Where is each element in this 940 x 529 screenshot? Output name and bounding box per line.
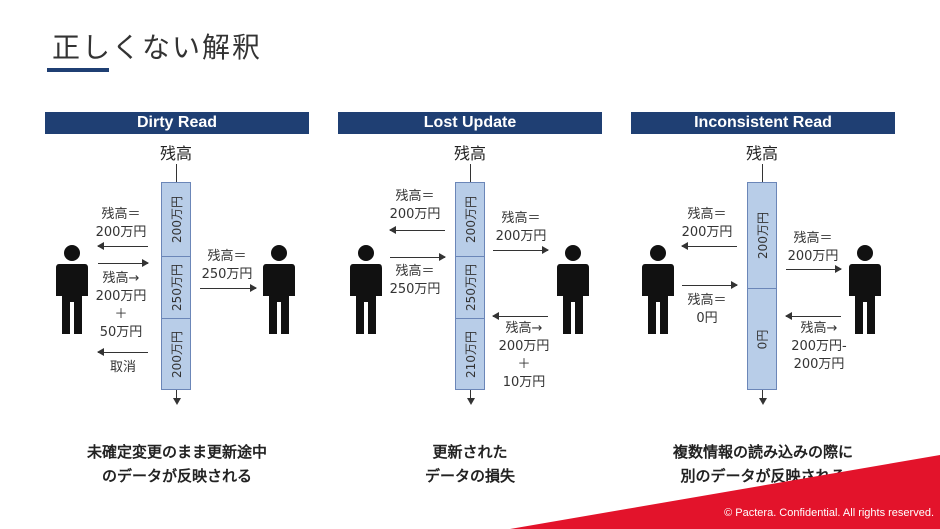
balance-bar: 200万円 0円 <box>747 182 777 390</box>
panel-header-lost-update: Lost Update <box>338 112 602 134</box>
cancel-label: 取消 <box>109 360 136 375</box>
balance-bar: 200万円 250万円 210万円 <box>455 182 485 390</box>
arrow-left <box>681 242 737 250</box>
timeline-arrow <box>172 398 181 405</box>
slide-title: 正しくない解釈 <box>52 31 263 64</box>
person-icon <box>350 245 382 334</box>
update-label: 残高＝ 250万円 <box>389 264 441 297</box>
panel-header-inconsistent-read: Inconsistent Read <box>631 112 895 134</box>
read-label: 残高＝ 200万円 <box>681 207 733 240</box>
read-label: 残高＝ 250万円 <box>201 249 253 282</box>
balance-bar: 200万円 250万円 200万円 <box>161 182 191 390</box>
arrow-right <box>200 284 257 292</box>
balance-title: 残高 <box>745 144 778 163</box>
arrow-right <box>786 265 842 273</box>
balance-segment: 250万円 <box>162 256 190 318</box>
person-icon <box>642 245 674 334</box>
panel-header-dirty-read: Dirty Read <box>45 112 309 134</box>
arrow-right <box>390 253 446 261</box>
copyright-text: © Pactera. Confidential. All rights rese… <box>724 507 934 519</box>
arrow-left <box>97 242 148 250</box>
caption-inconsistent-read: 複数情報の読み込みの際に 別のデータが反映される <box>672 443 853 485</box>
update-label: 残高→ 200万円- 200万円 <box>791 321 847 372</box>
update-label: 残高→ 200万円 ＋ 10万円 <box>498 321 550 390</box>
balance-segment: 200万円 <box>463 196 478 243</box>
person-icon <box>557 245 589 334</box>
read-label: 残高＝ 200万円 <box>389 189 441 222</box>
timeline-arrow <box>758 398 767 405</box>
arrow-right <box>98 259 149 267</box>
person-icon <box>849 245 881 334</box>
balance-title: 残高 <box>159 144 192 163</box>
arrow-left <box>785 312 841 320</box>
update-label: 残高→ 200万円 ＋ 50万円 <box>95 271 147 340</box>
balance-title: 残高 <box>453 144 486 163</box>
person-icon <box>56 245 88 334</box>
read-label: 残高＝ 200万円 <box>495 211 547 244</box>
balance-segment: 0円 <box>748 288 776 389</box>
arrow-right <box>682 281 738 289</box>
caption-dirty-read: 未確定変更のまま更新途中 のデータが反映される <box>86 443 267 485</box>
balance-segment: 250万円 <box>456 256 484 318</box>
read-label: 残高＝ 200万円 <box>787 231 839 264</box>
read-label: 残高＝ 0円 <box>687 293 727 326</box>
person-icon <box>263 245 295 334</box>
timeline-arrow <box>466 398 475 405</box>
arrow-left <box>389 226 445 234</box>
balance-segment: 210万円 <box>456 318 484 389</box>
arrow-right <box>493 246 549 254</box>
balance-segment: 200万円 <box>755 212 770 259</box>
arrow-left <box>97 348 148 356</box>
balance-segment: 200万円 <box>162 318 190 389</box>
caption-lost-update: 更新された データの損失 <box>424 443 515 485</box>
arrow-left <box>492 312 548 320</box>
read-label: 残高＝ 200万円 <box>95 207 147 240</box>
title-underline <box>47 68 109 72</box>
balance-segment: 200万円 <box>169 196 184 243</box>
